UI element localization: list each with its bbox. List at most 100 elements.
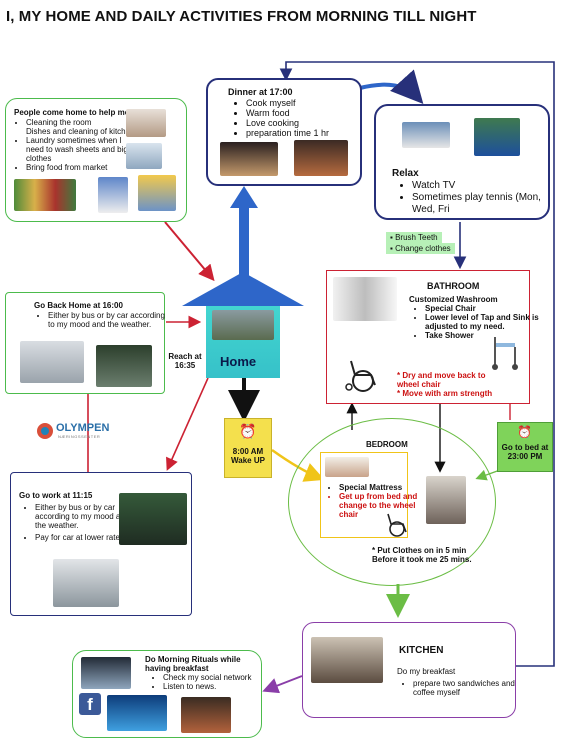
kitchen-to-dinner-line xyxy=(279,61,555,667)
goback-box: Go Back Home at 16:00 Either by bus or b… xyxy=(5,292,165,394)
bus-photo xyxy=(119,493,187,545)
goback-list: Either by bus or by car according to my … xyxy=(34,311,166,329)
bedroom-list: Special Mattress Get up from bed and cha… xyxy=(325,483,421,519)
dinner-photo-1 xyxy=(220,142,278,176)
rituals-item: Listen to news. xyxy=(163,682,277,691)
wakeup-label: 8:00 AM Wake UP xyxy=(231,447,265,465)
home-to-work-arrow xyxy=(166,377,209,471)
rituals-box: Do Morning Rituals while having breakfas… xyxy=(72,650,262,738)
kitchen-heading: KITCHEN xyxy=(399,645,444,656)
bedroom-ellipse xyxy=(288,418,496,586)
relax-item: Sometimes play tennis (Mon, Wed, Fri xyxy=(412,192,562,216)
goback-heading: Go Back Home at 16:00 xyxy=(34,301,123,310)
work-item: Pay for car at lower rate. xyxy=(35,533,135,542)
rituals-list: Check my social network Listen to news. xyxy=(149,673,277,691)
wheelchair-icon xyxy=(345,360,376,392)
tag-label: Change clothes xyxy=(395,244,451,253)
van-photo xyxy=(53,559,119,607)
work-box: Go to work at 11:15 Either by bus or by … xyxy=(10,472,192,616)
kitchen-item: prepare two sandwiches and coffee myself xyxy=(413,679,525,697)
work-list: Either by bus or by car according to my … xyxy=(21,503,135,542)
cleaner-photo xyxy=(126,143,162,169)
news-photo xyxy=(107,695,167,731)
wheelchair-icon xyxy=(387,513,407,537)
help-item: Cleaning the room xyxy=(26,118,136,127)
home-building-photo xyxy=(212,310,274,340)
laundry-photo xyxy=(98,177,128,213)
olympen-name: OLYMPEN xyxy=(56,422,110,434)
kitchen-to-rituals-arrow xyxy=(262,675,303,694)
olympen-symbol-icon xyxy=(37,423,53,439)
bathroom-heading: BATHROOM xyxy=(427,281,480,291)
home-label: Home xyxy=(220,354,257,369)
dinner-item: preparation time 1 hr xyxy=(246,128,376,138)
alarm-clock-icon: ⏰ xyxy=(517,425,532,439)
dinner-to-relax-arrow xyxy=(359,69,424,104)
home-box: Home xyxy=(206,306,280,378)
dinner-item: Warm food xyxy=(246,108,376,118)
help-item: Dishes and cleaning of kitchen xyxy=(26,127,135,136)
helpers-photo xyxy=(126,109,166,137)
bus-photo xyxy=(96,345,152,387)
bedroom-item: Special Mattress xyxy=(339,483,421,492)
reach-label: Reach at 16:35 xyxy=(168,352,202,370)
bedroom-note: * Put Clothes on in 5 min Before it took… xyxy=(372,546,472,564)
home-to-dinner-arrow xyxy=(230,186,258,276)
kitchen-list: prepare two sandwiches and coffee myself xyxy=(399,679,525,697)
help-to-home-arrow xyxy=(164,221,215,282)
dinner-item: Cook myself xyxy=(246,98,376,108)
help-list: Cleaning the room Dishes and cleaning of… xyxy=(12,118,136,172)
rituals-heading: Do Morning Rituals while having breakfas… xyxy=(145,655,241,673)
shower-chair-icon xyxy=(492,337,518,370)
relax-heading: Relax xyxy=(392,168,419,179)
olympen-logo: OLYMPEN NÆRINGSSENTER xyxy=(36,422,112,444)
wakeup-box: ⏰ 8:00 AM Wake UP xyxy=(224,418,272,478)
tag-brush-teeth: ▪ Brush Teeth xyxy=(386,232,442,243)
bedroom-heading: BEDROOM xyxy=(366,440,408,449)
cleaning-cart-photo xyxy=(138,175,176,211)
bathroom-box: BATHROOM Customized Washroom Special Cha… xyxy=(326,270,539,404)
work-item: Either by bus or by car according to my … xyxy=(35,503,135,530)
home-roof-icon xyxy=(182,272,304,306)
page-title: I, MY HOME AND DAILY ACTIVITIES FROM MOR… xyxy=(6,8,477,25)
breakfast-photo xyxy=(181,697,231,733)
relax-list: Watch TV Sometimes play tennis (Mon, Wed… xyxy=(398,180,562,216)
relax-item: Watch TV xyxy=(412,180,562,192)
bedroom-item: Get up from bed and change to the wheel … xyxy=(339,492,421,519)
bathroom-item: Special Chair xyxy=(425,304,543,313)
gotobed-label: Go to bed at 23:00 PM xyxy=(501,443,549,461)
bathroom-item: Lower level of Tap and Sink is adjusted … xyxy=(425,313,543,331)
tag-change-clothes: ▪ Change clothes xyxy=(386,243,455,254)
van-photo xyxy=(20,341,84,383)
dinner-photo-2 xyxy=(294,140,348,176)
help-item: Bring food from market xyxy=(26,163,136,172)
washroom-photo xyxy=(333,277,397,321)
work-heading: Go to work at 11:15 xyxy=(19,491,93,500)
bathroom-item: Take Shower xyxy=(425,331,543,340)
dinner-list: Cook myself Warm food Love cooking prepa… xyxy=(232,98,376,138)
dinner-box: Dinner at 17:00 Cook myself Warm food Lo… xyxy=(206,78,362,186)
rituals-item: Check my social network xyxy=(163,673,277,682)
kitchen-line: Do my breakfast xyxy=(397,667,456,676)
tennis-photo xyxy=(474,118,520,156)
olympen-sub: NÆRINGSSENTER xyxy=(58,434,101,439)
kitchen-box: KITCHEN Do my breakfast prepare two sand… xyxy=(302,622,516,718)
kitchen-photo xyxy=(311,637,383,683)
bathroom-note-2: * Move with arm strength xyxy=(397,389,493,398)
phone-photo xyxy=(81,657,131,689)
bathroom-list: Special Chair Lower level of Tap and Sin… xyxy=(411,304,543,340)
alarm-clock-icon: ⏰ xyxy=(239,423,257,439)
help-heading: People come home to help me for xyxy=(14,108,143,117)
help-box: People come home to help me for Cleaning… xyxy=(5,98,187,222)
goback-item: Either by bus or by car according to my … xyxy=(48,311,166,329)
dinner-heading: Dinner at 17:00 xyxy=(228,87,293,97)
wardrobe-photo xyxy=(426,476,466,524)
relax-box: Relax Watch TV Sometimes play tennis (Mo… xyxy=(374,104,550,220)
facebook-icon: f xyxy=(79,693,101,715)
help-item: Laundry sometimes when I need to wash sh… xyxy=(26,136,136,163)
bathroom-subheading: Customized Washroom xyxy=(409,295,498,304)
gotobed-box: ⏰ Go to bed at 23:00 PM xyxy=(497,422,553,472)
tag-label: Brush Teeth xyxy=(395,233,438,242)
bathroom-note-1: * Dry and move back to wheel chair xyxy=(397,371,486,389)
mattress-photo xyxy=(325,457,369,477)
